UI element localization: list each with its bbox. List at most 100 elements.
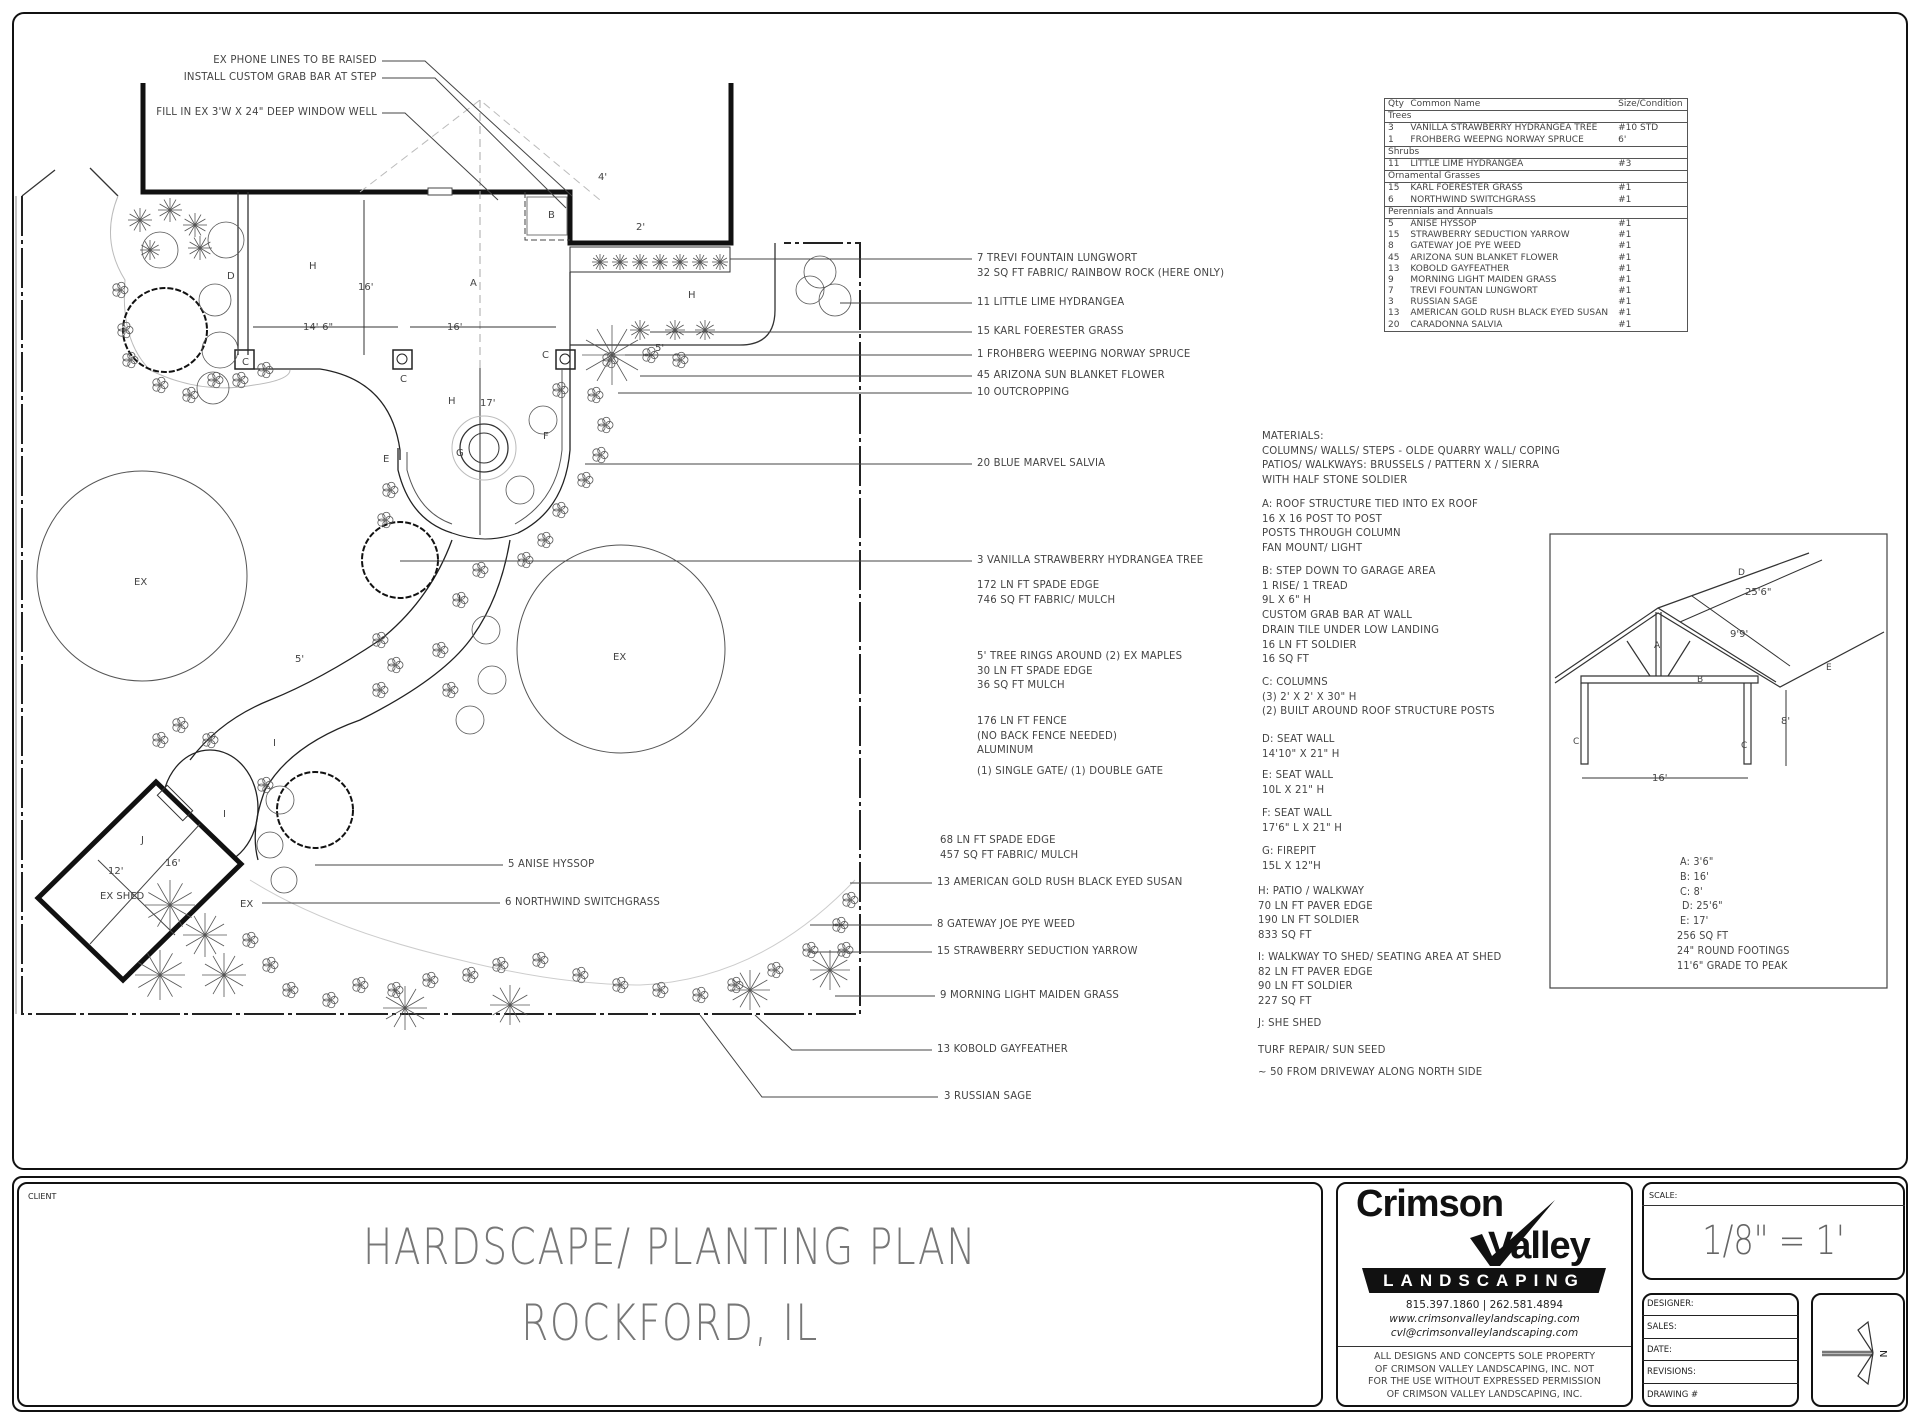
quantity-note: 36 SQ FT MULCH: [977, 678, 1065, 692]
grass-plant-icon: [592, 254, 608, 270]
shrub-plant-icon: [528, 405, 558, 435]
shrub-plant-icon: [196, 371, 230, 405]
size-cell: #1: [1618, 319, 1632, 330]
dim-bed-depth: 2': [636, 222, 645, 233]
plan-title: HARDSCAPE/ PLANTING PLAN: [362, 1218, 978, 1276]
project-field-label: DATE:: [1642, 1339, 1799, 1362]
flower-plant-icon: [442, 681, 459, 699]
ex-shed: [34, 778, 245, 984]
dim-walkway-width: 5': [295, 654, 304, 665]
materials-note: TURF REPAIR/ SUN SEED: [1258, 1043, 1386, 1056]
patio-h-curve: [254, 368, 401, 460]
materials-note: 16 X 16 POST TO POST: [1262, 511, 1382, 525]
area-label-i: I: [273, 738, 276, 749]
shrub-plant-icon: [198, 283, 232, 317]
size-cell: #1: [1618, 252, 1632, 263]
grass-plant-icon: [652, 254, 668, 270]
plan-callout: 32 SQ FT FABRIC/ RAINBOW ROCK (HERE ONLY…: [977, 266, 1225, 279]
email-link[interactable]: cvl@crimsonvalleylandscaping.com: [1390, 1327, 1579, 1339]
flower-plant-icon: [592, 446, 609, 464]
grass-plant-icon: [582, 325, 642, 385]
leader-line: [754, 1014, 932, 1051]
plan-callout: 5 ANISE HYSSOP: [508, 857, 595, 870]
shrub-plant-icon: [471, 615, 501, 645]
flower-plant-icon: [112, 281, 129, 299]
shrub-plant-icon: [505, 475, 535, 505]
flower-plant-icon: [372, 681, 389, 699]
walkway-i-right: [254, 539, 511, 861]
name-cell: ARIZONA SUN BLANKET FLOWER: [1410, 252, 1559, 263]
qty-cell: 11: [1388, 159, 1400, 170]
flower-plant-icon: [462, 966, 479, 984]
flower-plant-icon: [282, 981, 299, 999]
flower-plant-icon: [727, 976, 744, 994]
name-cell: GATEWAY JOE PYE WEED: [1410, 241, 1521, 252]
quantity-note: 5' TREE RINGS AROUND (2) EX MAPLES: [977, 649, 1183, 662]
area-label-c: C: [242, 357, 249, 368]
truss-note: 24" ROUND FOOTINGS: [1677, 944, 1790, 957]
plan-callout: 7 TREVI FOUNTAIN LUNGWORT: [977, 251, 1138, 264]
grass-plant-icon: [202, 953, 246, 997]
qty-cell: 7: [1388, 286, 1394, 297]
column-c-center: [392, 349, 413, 370]
website-link[interactable]: www.crimsonvalleylandscaping.com: [1389, 1313, 1580, 1325]
firepit-outer: [451, 415, 517, 481]
qty-cell: 1: [1388, 134, 1394, 145]
logo-box: [1336, 1182, 1633, 1407]
name-cell: ANISE HYSSOP: [1410, 218, 1477, 229]
area-label-c: C: [400, 374, 407, 385]
flower-plant-icon: [672, 351, 689, 369]
name-cell: AMERICAN GOLD RUSH BLACK EYED SUSAN: [1410, 308, 1609, 319]
materials-note: PATIOS/ WALKWAYS: BRUSSELS / PATTERN X /…: [1262, 458, 1540, 472]
area-label-a: A: [470, 278, 477, 289]
name-cell: RUSSIAN SAGE: [1410, 297, 1478, 308]
shrub-plant-icon: [201, 331, 239, 369]
grass-plant-icon: [712, 254, 728, 270]
ex-maple-left: [36, 470, 248, 682]
qty-cell: 20: [1388, 319, 1400, 330]
flower-plant-icon: [387, 656, 404, 674]
materials-note: A: ROOF STRUCTURE TIED INTO EX ROOF: [1262, 497, 1478, 510]
materials-note: G: FIREPIT: [1262, 844, 1316, 857]
column-header: Common Name: [1410, 99, 1481, 110]
ex-tree-label: EX: [613, 652, 626, 663]
grass-plant-icon: [140, 240, 160, 260]
ex-maple-right: [516, 544, 726, 754]
truss-dim-width: 16': [1652, 773, 1667, 784]
size-cell: #10 STD: [1618, 123, 1659, 134]
plan-callout: 10 OUTCROPPING: [977, 385, 1070, 398]
flower-plant-icon: [597, 416, 614, 434]
truss-note: 256 SQ FT: [1677, 930, 1729, 942]
logo-landscaping-banner: LANDSCAPING: [1362, 1268, 1606, 1293]
quantity-note: ALUMINUM: [977, 743, 1034, 757]
truss-dims: [1582, 559, 1823, 779]
shrub-plant-icon: [795, 275, 825, 305]
truss-label-d: D: [1738, 568, 1745, 578]
materials-note: 16 SQ FT: [1262, 652, 1310, 666]
flower-plant-icon: [552, 381, 569, 399]
scale-box: [1642, 1182, 1905, 1280]
disclaimer-line: OF CRIMSON VALLEY LANDSCAPING, INC.: [1386, 1388, 1583, 1400]
dim-step-width: 4': [598, 172, 607, 183]
truss-dim-length: 25'6": [1745, 587, 1771, 598]
area-label-c: C: [542, 350, 549, 361]
truss-dim-slope: 9'9': [1730, 629, 1748, 640]
flower-plant-icon: [767, 961, 784, 979]
qty-cell: 15: [1388, 230, 1400, 241]
plan-callout: 11 LITTLE LIME HYDRANGEA: [977, 295, 1125, 308]
materials-note: 17'6" L X 21" H: [1262, 820, 1343, 834]
house-wall: [140, 83, 734, 246]
tree-plant-icon: [276, 771, 354, 849]
qty-cell: 6: [1388, 194, 1394, 205]
truss-posts-c: [1580, 683, 1752, 765]
flower-plant-icon: [837, 941, 854, 959]
grass-plant-icon: [135, 950, 185, 1000]
flower-plant-icon: [242, 931, 259, 949]
flower-plant-icon: [152, 376, 169, 394]
